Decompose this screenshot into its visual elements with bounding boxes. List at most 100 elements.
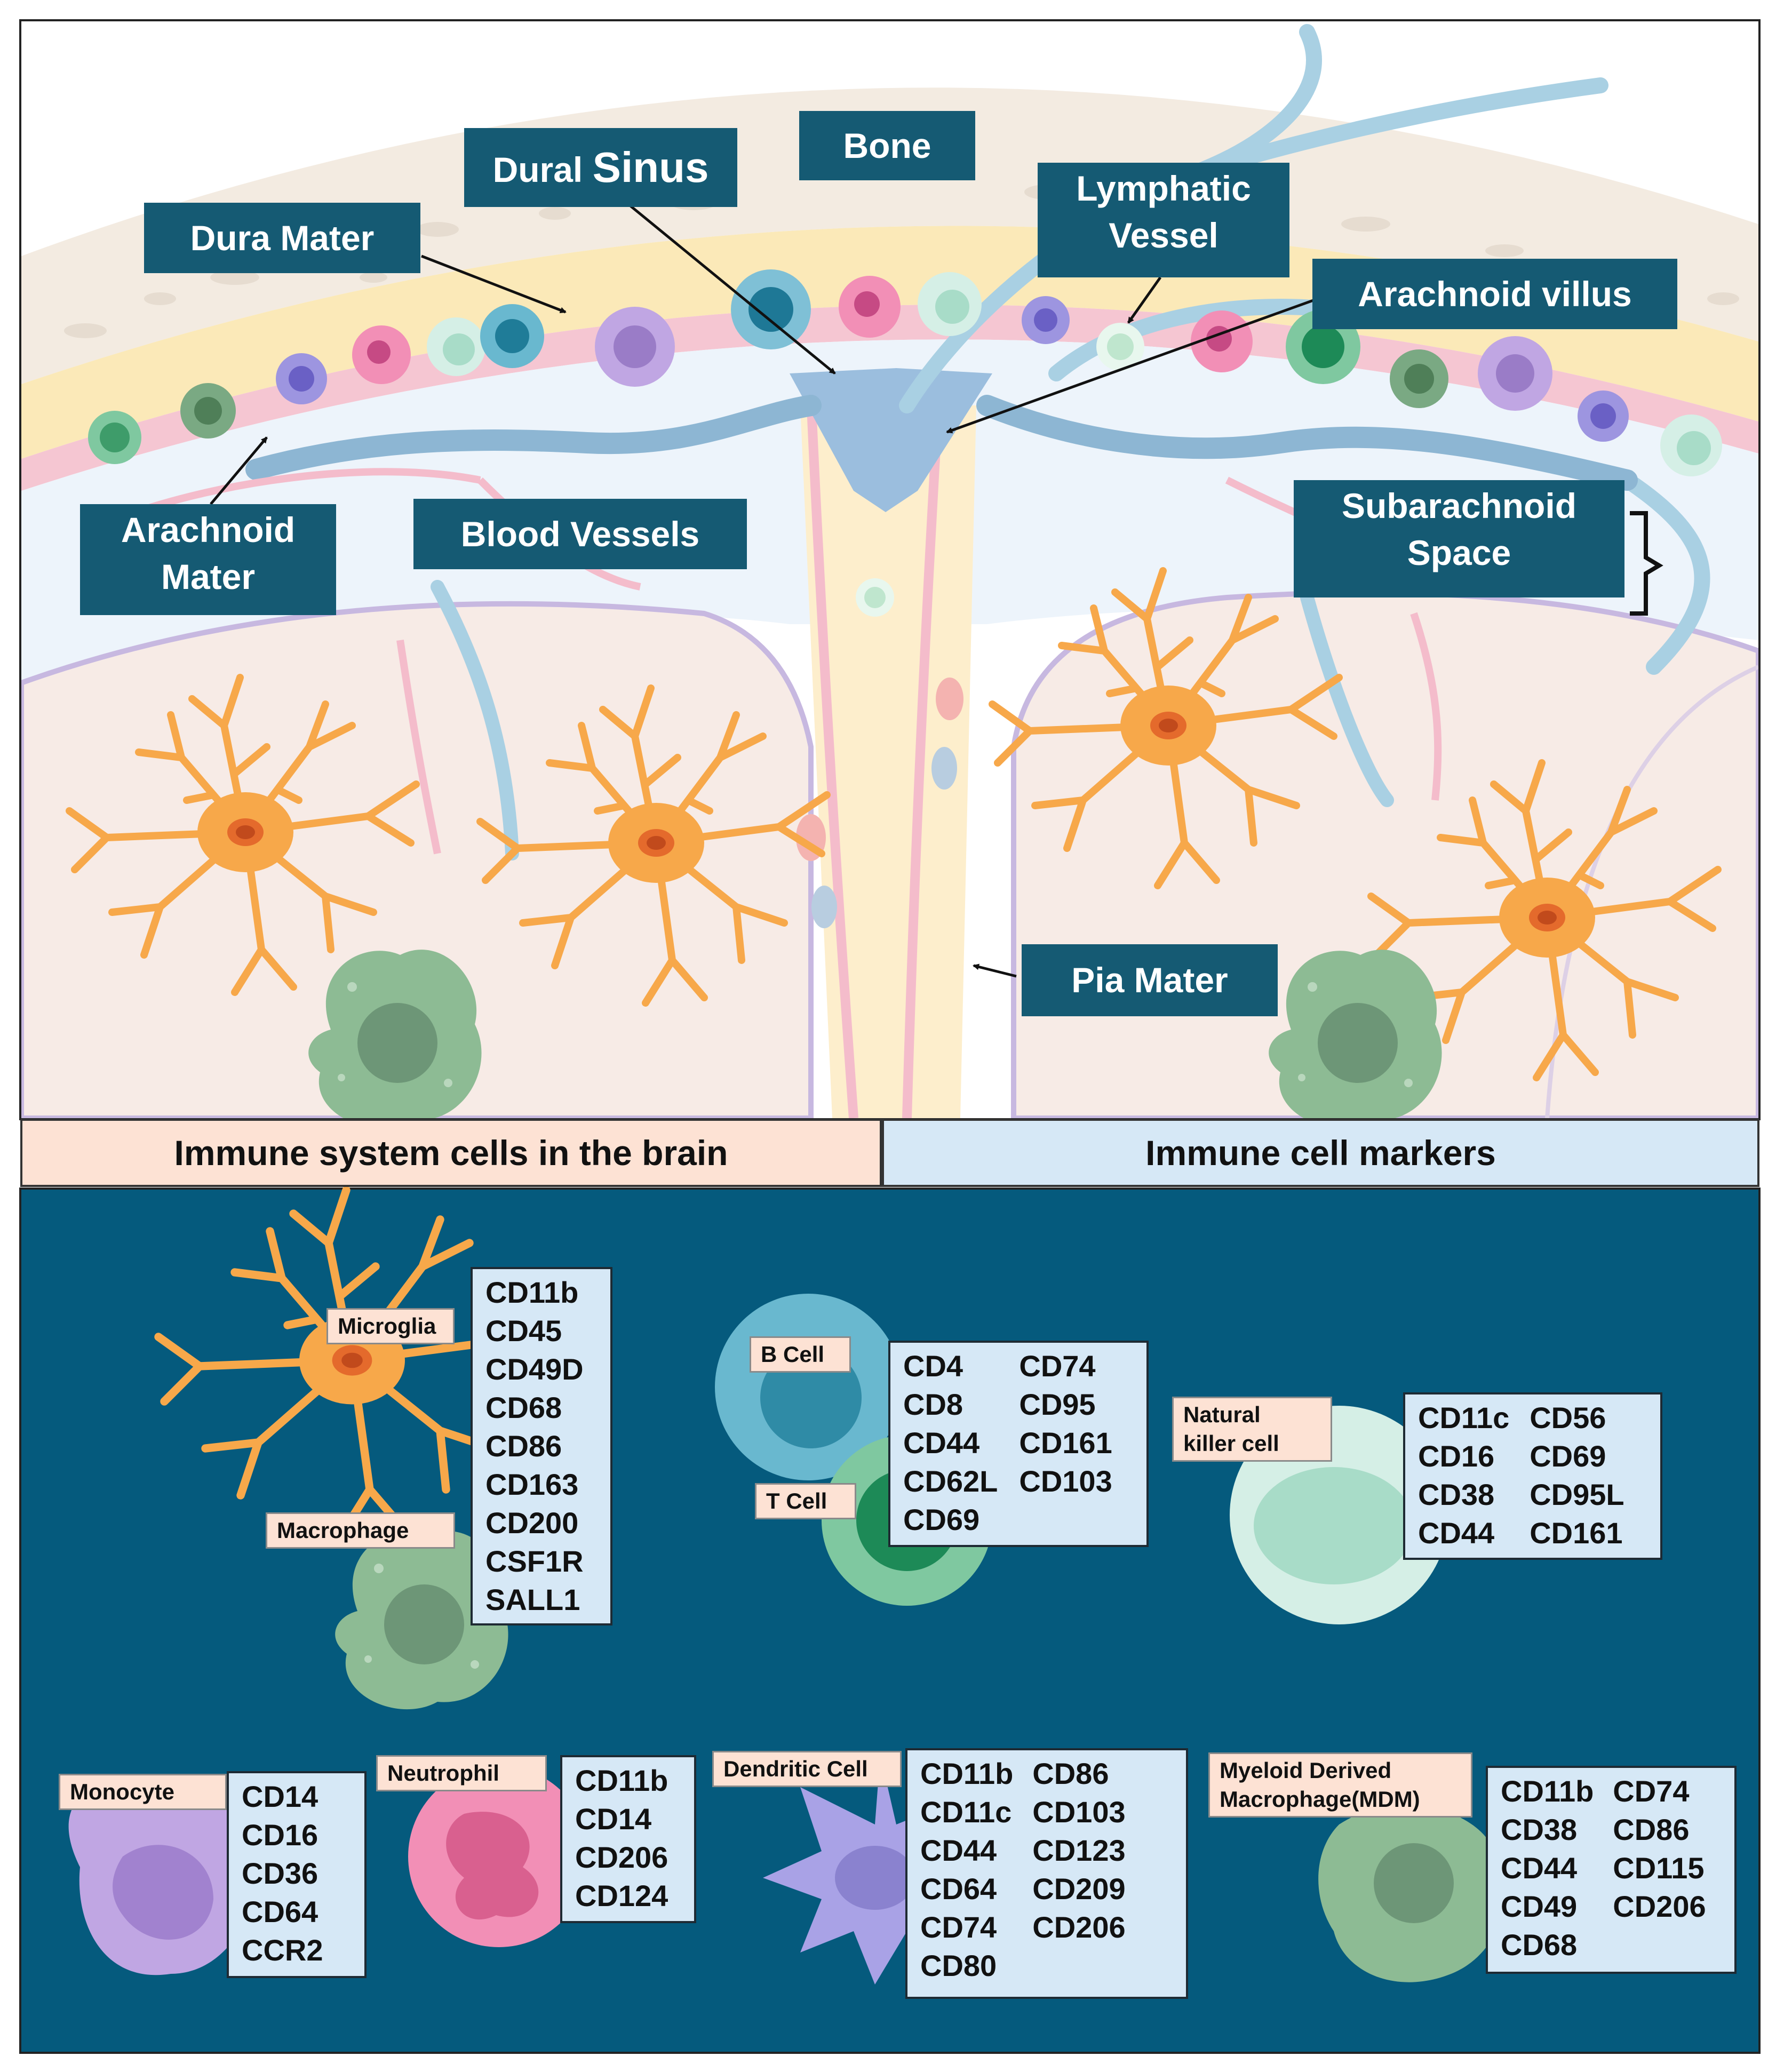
marker-item: CD11b [1501, 1774, 1594, 1808]
anatomy-arrows [210, 191, 1318, 978]
marker-item: CD103 [1032, 1795, 1126, 1829]
tag-dendritic-cell: Dendritic Cell [712, 1751, 902, 1787]
marker-item: CD44 [920, 1834, 997, 1867]
marker-item: CD86 [485, 1429, 562, 1463]
marker-item: CD38 [1418, 1478, 1495, 1511]
marker-item: CD86 [1032, 1757, 1109, 1790]
marker-item: CD103 [1019, 1464, 1112, 1498]
tag-mdm-line-1: Myeloid Derived [1220, 1758, 1392, 1783]
label-lymphatic-line-1: Lymphatic [1076, 169, 1251, 208]
sinus-shape [790, 368, 992, 512]
label-dural-sinus: Dural Sinus [464, 128, 737, 207]
marker-item: CD206 [575, 1840, 668, 1874]
marker-item: CD44 [1418, 1516, 1495, 1550]
marker-item: CD115 [1613, 1851, 1705, 1885]
header-immune-markers: Immune cell markers [882, 1119, 1759, 1187]
label-arachnoid-line-1: Arachnoid [121, 510, 296, 549]
marker-item: CD161 [1530, 1516, 1623, 1550]
tag-mdm-line-2: Macrophage(MDM) [1220, 1787, 1420, 1812]
marker-item: CD44 [903, 1426, 980, 1460]
marker-item: CD80 [920, 1949, 997, 1982]
marker-item: CD69 [903, 1503, 980, 1536]
tag-neutrophil: Neutrophil [376, 1755, 547, 1791]
label-sinus-word: Sinus [592, 144, 709, 191]
marker-item: CD16 [242, 1818, 318, 1852]
label-pia-mater: Pia Mater [1022, 944, 1278, 1016]
marker-item: CD11c [1418, 1401, 1510, 1435]
marker-item: CD74 [1613, 1774, 1690, 1808]
marker-item: CD16 [1418, 1439, 1495, 1473]
marker-item: CD95L [1530, 1478, 1624, 1511]
tag-b-cell: B Cell [750, 1336, 851, 1373]
tag-mdm: Myeloid Derived Macrophage(MDM) [1208, 1752, 1472, 1818]
marker-item: CD14 [575, 1802, 652, 1836]
label-arachnoid-line-2: Mater [161, 557, 256, 596]
tag-nk-line-1: Natural [1183, 1402, 1261, 1427]
label-subarachnoid-space: Subarachnoid Space [1294, 480, 1624, 597]
marker-item: CD86 [1613, 1813, 1690, 1846]
marker-item: CD38 [1501, 1813, 1578, 1846]
header-immune-cells: Immune system cells in the brain [20, 1119, 882, 1187]
marker-item: CD49D [485, 1352, 584, 1386]
label-subarachnoid-line-1: Subarachnoid [1341, 486, 1577, 525]
marker-item: CD74 [920, 1910, 997, 1944]
macrophage-1 [308, 950, 482, 1118]
marker-item: CD11b [575, 1764, 668, 1797]
label-subarachnoid-line-2: Space [1407, 533, 1511, 572]
bone-layer [21, 87, 1758, 384]
marker-item: CD44 [1501, 1851, 1578, 1885]
tag-nk-line-2: killer cell [1183, 1431, 1279, 1456]
dura-immune-cells [88, 269, 1722, 928]
marker-item: CD56 [1530, 1401, 1606, 1435]
marker-item: CD123 [1032, 1834, 1126, 1867]
label-bone: Bone [799, 111, 975, 180]
subarachnoid-bracket [1630, 511, 1663, 616]
macrophage-2 [1269, 950, 1442, 1118]
marker-item: CD36 [242, 1856, 318, 1890]
label-lymphatic-vessel: Lymphatic Vessel [1038, 163, 1289, 277]
marker-item: CD64 [242, 1895, 318, 1928]
marker-item: CCR2 [242, 1933, 323, 1967]
label-arachnoid-villus: Arachnoid villus [1312, 259, 1677, 329]
marker-item: CD49 [1501, 1890, 1578, 1923]
marker-item: CD14 [242, 1780, 318, 1813]
marker-item: CD163 [485, 1468, 579, 1501]
marker-item: CD74 [1019, 1349, 1096, 1383]
tag-monocyte: Monocyte [59, 1774, 227, 1810]
marker-item: CD11b [920, 1757, 1014, 1790]
marker-item: CD68 [1501, 1928, 1578, 1962]
label-dural-word: Dural [492, 150, 583, 189]
marker-item: CSF1R [485, 1544, 584, 1578]
marker-item: CD200 [485, 1506, 579, 1540]
label-lymphatic-line-2: Vessel [1109, 216, 1218, 255]
marker-item: CD206 [1032, 1910, 1126, 1944]
label-blood-vessels: Blood Vessels [413, 499, 747, 569]
marker-item: CD69 [1530, 1439, 1606, 1473]
marker-item: CD209 [1032, 1872, 1126, 1906]
marker-item: CD64 [920, 1872, 997, 1906]
marker-item: CD161 [1019, 1426, 1112, 1460]
label-dura-mater: Dura Mater [144, 203, 420, 273]
marker-item: CD11b [485, 1276, 579, 1309]
marker-item: CD206 [1613, 1890, 1706, 1923]
marker-item: CD4 [903, 1349, 963, 1383]
tag-t-cell: T Cell [755, 1483, 856, 1519]
marker-item: CD124 [575, 1879, 668, 1912]
